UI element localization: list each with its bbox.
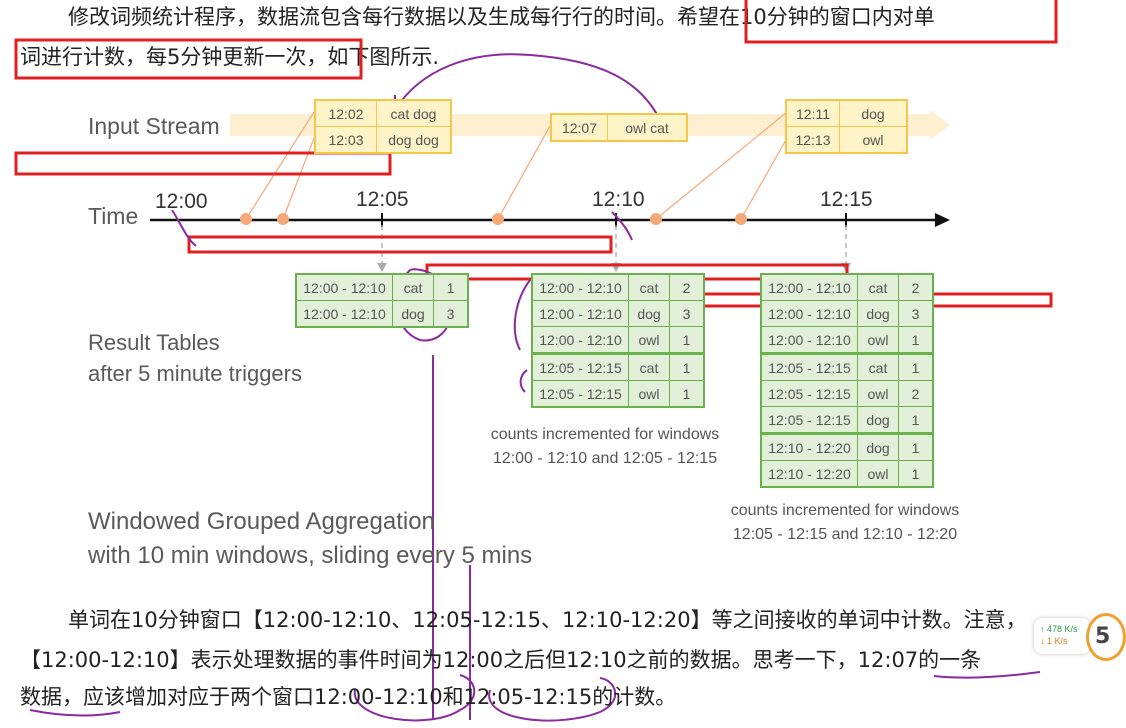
event-dot (492, 213, 504, 225)
count-cell: 1 (911, 359, 920, 376)
caption-line: 12:05 - 12:15 and 12:10 - 12:20 (732, 526, 958, 543)
window-cell: 12:05 - 12:15 (762, 407, 858, 432)
count-cell: 1 (911, 465, 920, 482)
window-cell: 12:00 - 12:10 (533, 301, 629, 326)
count-cell: 1 (446, 279, 455, 296)
word-cell: owl (858, 327, 899, 352)
word-cell: owl (629, 381, 670, 406)
annotation-red-box (14, 151, 392, 176)
event-box: 12:02 cat dog 12:03 dog dog (314, 99, 452, 154)
tick-label-1205: 12:05 (356, 188, 409, 211)
paragraph-2-line-1: 单词在10分钟窗口【12:00-12:10、12:05-12:15、12:10-… (68, 608, 1027, 632)
count-cell: 1 (911, 331, 920, 348)
word-cell: owl (629, 327, 670, 352)
event-words: cat dog (390, 105, 437, 122)
word-cell: cat (629, 355, 670, 380)
word-cell: dog (858, 301, 899, 326)
caption-line: counts incremented for windows (730, 502, 960, 519)
event-words: dog (861, 105, 885, 122)
word-cell: cat (858, 275, 899, 300)
word-cell: dog (629, 301, 670, 326)
window-cell: 12:00 - 12:10 (762, 301, 858, 326)
word-cell: owl (858, 461, 899, 486)
caption-table-3: counts incremented for windows 12:05 - 1… (700, 499, 990, 547)
aggregation-label-2: with 10 min windows, sliding every 5 min… (88, 542, 533, 569)
window-cell: 12:05 - 12:15 (762, 355, 858, 380)
event-dot (240, 213, 252, 225)
word-cell: cat (629, 275, 670, 300)
window-cell: 12:10 - 12:20 (762, 435, 858, 460)
download-speed: ↓ 1 K/s (1040, 636, 1068, 646)
annotation-red-box (187, 235, 613, 254)
count-cell: 2 (682, 279, 691, 296)
event-dot (735, 213, 747, 225)
aggregation-label-1: Windowed Grouped Aggregation (88, 508, 435, 535)
paragraph-1-line-2: 词进行计数，每5分钟更新一次，如下图所示. (20, 45, 440, 69)
count-cell: 1 (682, 331, 691, 348)
word-cell: cat (858, 355, 899, 380)
count-cell: 2 (911, 385, 920, 402)
event-words: owl (862, 131, 884, 148)
window-cell: 12:00 - 12:10 (762, 327, 858, 352)
count-cell: 3 (682, 305, 691, 322)
word-cell: owl (858, 381, 899, 406)
caption-line: 12:00 - 12:10 and 12:05 - 12:15 (492, 450, 718, 467)
window-cell: 12:00 - 12:10 (533, 327, 629, 352)
caption-line: counts incremented for windows (490, 426, 720, 443)
event-time: 12:02 (316, 101, 377, 126)
caption-table-2: counts incremented for windows 12:00 - 1… (460, 423, 750, 471)
word-cell: cat (393, 275, 434, 300)
event-dot (650, 213, 662, 225)
network-speed-widget[interactable]: ↑ 478 K/s ↓ 1 K/s (1034, 618, 1090, 654)
window-cell: 12:05 - 12:15 (533, 381, 629, 406)
event-dot (277, 213, 289, 225)
event-words: dog dog (388, 131, 439, 148)
window-cell: 12:00 - 12:10 (297, 275, 393, 300)
upload-speed: ↑ 478 K/s (1040, 624, 1078, 634)
event-time: 12:07 (552, 115, 608, 140)
paragraph-2-line-3: 数据，应该增加对应于两个窗口12:00-12:10和12:05-12:15的计数… (20, 685, 677, 709)
window-cell: 12:00 - 12:10 (297, 301, 393, 326)
count-cell: 1 (911, 439, 920, 456)
paragraph-1-line-1: 修改词频统计程序，数据流包含每行数据以及生成每行行的时间。希望在10分钟的窗口内… (68, 5, 935, 29)
word-cell: dog (858, 435, 899, 460)
annotation-red-box (14, 38, 363, 80)
tick-label-1210: 12:10 (592, 188, 645, 211)
count-cell: 3 (911, 305, 920, 322)
event-time: 12:13 (787, 127, 840, 152)
input-stream-label: Input Stream (88, 113, 220, 139)
window-cell: 12:10 - 12:20 (762, 461, 858, 486)
window-cell: 12:05 - 12:15 (762, 381, 858, 406)
time-axis-arrowhead (935, 213, 950, 227)
window-cell: 12:00 - 12:10 (533, 275, 629, 300)
floating-badge[interactable]: 5 (1086, 613, 1126, 661)
count-cell: 1 (682, 385, 691, 402)
annotation-red-box (744, 0, 1058, 44)
window-cell: 12:05 - 12:15 (533, 355, 629, 380)
tick-label-1215: 12:15 (820, 188, 873, 211)
event-time: 12:03 (316, 127, 377, 152)
word-cell: dog (393, 301, 434, 326)
count-cell: 2 (911, 279, 920, 296)
paragraph-2-line-2: 【12:00-12:10】表示处理数据的事件时间为12:00之后但12:10之前… (20, 648, 982, 672)
event-words: owl cat (625, 119, 669, 136)
tick-label-1200: 12:00 (155, 190, 208, 213)
event-box: 12:11 dog 12:13 owl (785, 99, 908, 154)
word-cell: dog (858, 407, 899, 432)
result-tables-label-1: Result Tables (88, 330, 220, 355)
count-cell: 1 (911, 411, 920, 428)
count-cell: 1 (682, 359, 691, 376)
count-cell: 3 (446, 305, 455, 322)
time-label: Time (88, 203, 139, 229)
window-cell: 12:00 - 12:10 (762, 275, 858, 300)
result-tables-label-2: after 5 minute triggers (88, 361, 302, 386)
event-time: 12:11 (787, 101, 840, 126)
event-box: 12:07 owl cat (550, 113, 688, 142)
